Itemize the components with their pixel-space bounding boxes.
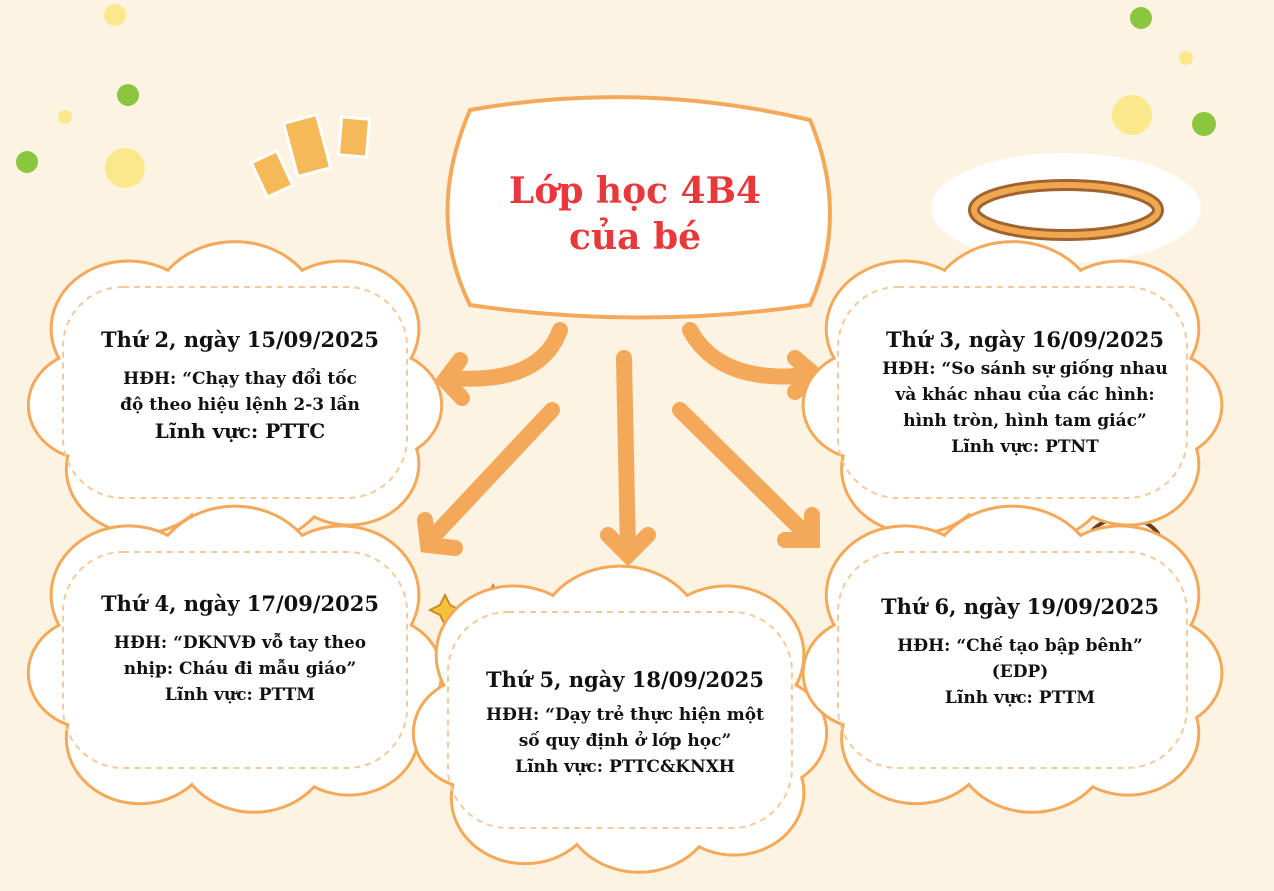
field-label: Lĩnh vực: PTTC	[154, 419, 326, 443]
cloud-shape	[411, 564, 829, 874]
halo-decoration	[931, 153, 1201, 263]
title-frame	[445, 95, 832, 320]
day-card-wednesday: Thứ 4, ngày 17/09/2025 HĐH: “DKNVĐ vỗ ta…	[55, 591, 425, 708]
day-date: Thứ 6, ngày 19/09/2025	[880, 594, 1159, 619]
page-title: Lớp học 4B4 của bé	[460, 168, 810, 260]
activity-line: HĐH: “Chế tạo bập bênh”	[897, 636, 1143, 656]
sparkle-decoration	[249, 112, 372, 200]
activity-line: HĐH: “Dạy trẻ thực hiện một	[486, 705, 764, 725]
title-line-2: của bé	[568, 216, 702, 258]
field-label: Lĩnh vực: PTTM	[164, 685, 316, 705]
activity-line: hình tròn, hình tam giác”	[903, 411, 1147, 431]
activity-line: và khác nhau của các hình:	[895, 385, 1155, 405]
field-label: Lĩnh vực: PTTM	[944, 688, 1096, 708]
field-label: Lĩnh vực: PTTC&KNXH	[515, 757, 735, 777]
activity-line: nhịp: Cháu đi mẫu giáo”	[123, 659, 357, 679]
activity-line: (EDP)	[991, 662, 1049, 682]
activity-line: HĐH: “Chạy thay đổi tốc	[123, 369, 357, 389]
day-card-tuesday: Thứ 3, ngày 16/09/2025 HĐH: “So sánh sự …	[840, 327, 1210, 460]
day-date: Thứ 3, ngày 16/09/2025	[885, 327, 1164, 352]
day-card-thursday: Thứ 5, ngày 18/09/2025 HĐH: “Dạy trẻ thự…	[440, 667, 810, 780]
arrows	[417, 322, 828, 567]
activity-line: độ theo hiệu lệnh 2-3 lần	[120, 395, 360, 415]
cloud-shape	[801, 504, 1224, 814]
day-card-friday: Thứ 6, ngày 19/09/2025 HĐH: “Chế tạo bập…	[835, 594, 1205, 711]
day-date: Thứ 5, ngày 18/09/2025	[485, 667, 764, 692]
activity-line: số quy định ở lớp học”	[518, 731, 732, 751]
activity-line: HĐH: “DKNVĐ vỗ tay theo	[113, 633, 367, 653]
activity-line: HĐH: “So sánh sự giống nhau	[882, 359, 1168, 379]
day-card-monday: Thứ 2, ngày 15/09/2025 HĐH: “Chạy thay đ…	[55, 327, 425, 444]
title-line-1: Lớp học 4B4	[508, 170, 762, 212]
cloud-shape	[26, 240, 444, 544]
decor-dots	[16, 4, 1216, 188]
field-label: Lĩnh vực: PTNT	[951, 437, 1099, 457]
day-date: Thứ 4, ngày 17/09/2025	[100, 591, 379, 616]
cloud-shape	[26, 504, 444, 814]
day-date: Thứ 2, ngày 15/09/2025	[100, 327, 379, 352]
